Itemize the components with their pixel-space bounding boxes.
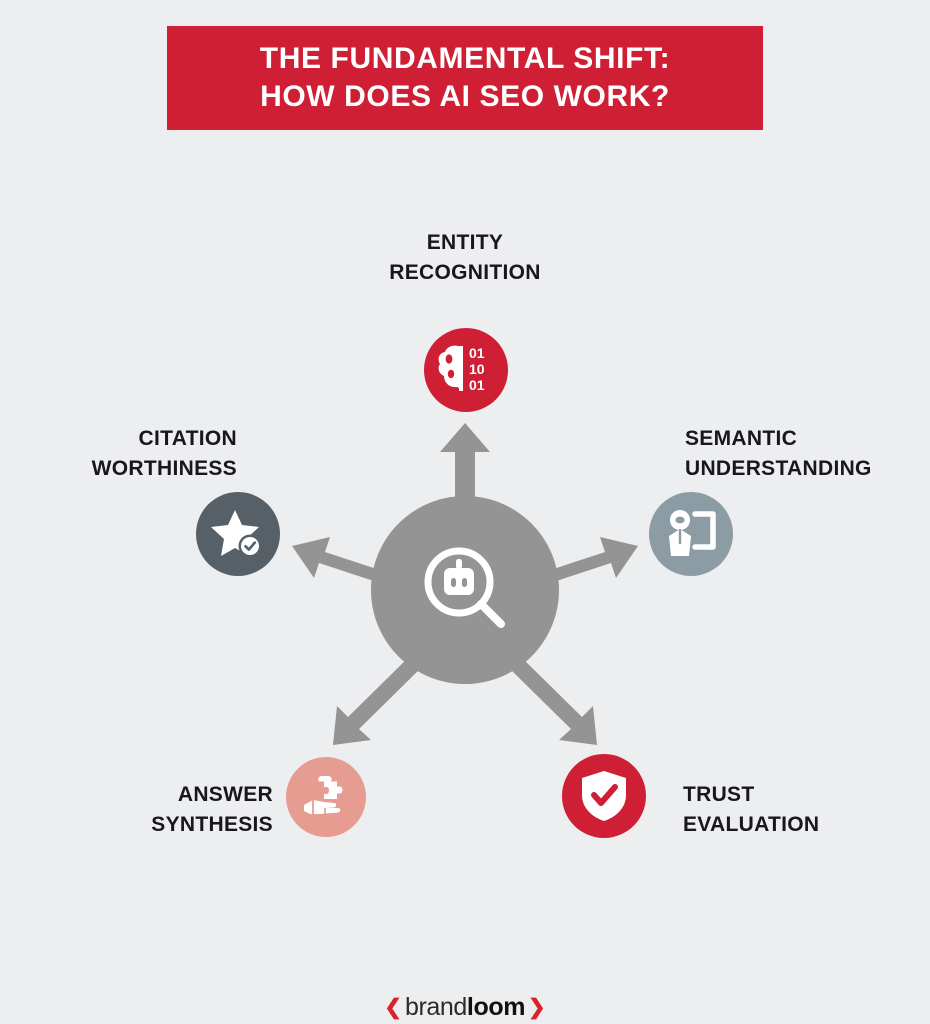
hub-circle[interactable]	[371, 496, 559, 684]
label-semantic-line-2: UNDERSTANDING	[685, 456, 872, 480]
label-semantic-understanding: SEMANTIC UNDERSTANDING	[685, 424, 930, 484]
label-citation-line-1: CITATION	[138, 427, 237, 450]
node-entity-recognition[interactable]: 01 10 01	[424, 328, 508, 412]
node-semantic-understanding[interactable]	[649, 492, 733, 576]
label-semantic-line-1: SEMANTIC	[685, 427, 798, 450]
node-citation-worthiness[interactable]	[196, 492, 280, 576]
hand-puzzle-icon	[304, 776, 343, 814]
label-trust-line-1: TRUST	[683, 783, 755, 806]
svg-text:01: 01	[469, 377, 485, 393]
label-trust-evaluation: TRUST EVALUATION	[683, 780, 930, 840]
label-entity-recognition: ENTITY RECOGNITION	[300, 228, 630, 288]
svg-text:10: 10	[469, 361, 485, 377]
node-trust-evaluation[interactable]	[562, 754, 646, 838]
title-line-1: THE FUNDAMENTAL SHIFT:	[259, 41, 671, 75]
logo-brand-text: brand	[404, 993, 467, 1021]
label-entity-line-2: RECOGNITION	[389, 260, 541, 284]
label-citation-worthiness: CITATION WORTHINESS	[0, 424, 237, 484]
label-entity-line-1: ENTITY	[426, 231, 504, 254]
label-answer-line-1: ANSWER	[177, 783, 273, 806]
chevron-left-icon: ❮	[384, 996, 402, 1019]
node-answer-synthesis[interactable]	[286, 757, 366, 837]
ai-search-bot-icon	[424, 547, 505, 628]
label-answer-synthesis: ANSWER SYNTHESIS	[0, 780, 273, 840]
chevron-right-icon: ❯	[528, 996, 546, 1019]
svg-text:01: 01	[469, 345, 485, 361]
person-speech-icon	[669, 510, 716, 556]
label-answer-line-2: SYNTHESIS	[151, 812, 273, 836]
brain-binary-icon: 01 10 01	[438, 345, 485, 393]
title-banner: THE FUNDAMENTAL SHIFT: HOW DOES AI SEO W…	[167, 26, 763, 130]
shield-check-icon	[582, 771, 626, 821]
label-citation-line-2: WORTHINESS	[91, 456, 237, 480]
logo-loom-text: loom	[466, 993, 526, 1021]
star-check-icon	[211, 510, 262, 558]
title-line-2: HOW DOES AI SEO WORK?	[260, 80, 670, 113]
label-trust-line-2: EVALUATION	[683, 812, 820, 836]
